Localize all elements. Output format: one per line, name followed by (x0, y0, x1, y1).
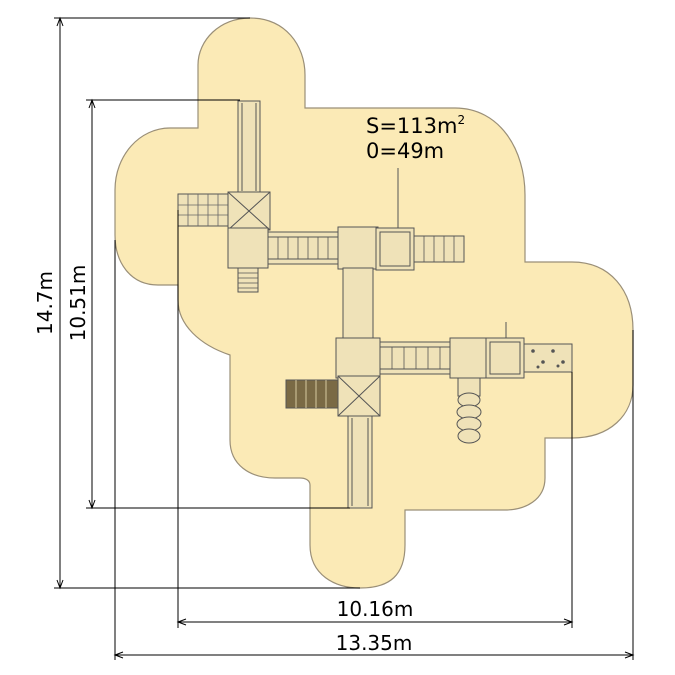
area-exponent: 2 (457, 113, 465, 127)
right-climber-top (413, 235, 465, 263)
area-value: S=113m (366, 114, 457, 138)
left-net-climber (177, 193, 229, 227)
outer-height-label: 14.7m (33, 271, 57, 335)
platform-3 (335, 337, 381, 379)
platform-2 (337, 226, 379, 270)
ladder-1 (237, 267, 259, 293)
play-equipment (177, 100, 573, 509)
safety-zone-area (114, 17, 634, 589)
inner-width-label: 10.16m (337, 597, 414, 621)
top-slide (237, 100, 261, 194)
dimension-lines (54, 16, 635, 660)
platform-4 (449, 337, 489, 379)
area-label: S=113m2 (366, 113, 465, 138)
inner-height-label: 10.51m (66, 265, 90, 342)
tower-4 (485, 337, 525, 379)
lower-stairs (285, 379, 339, 409)
tower-2 (375, 227, 415, 271)
spiral-slide (456, 377, 482, 444)
perimeter-label: 0=49m (366, 139, 444, 163)
platform-1 (227, 227, 269, 269)
vertical-tunnel (342, 267, 374, 341)
outer-width-label: 13.35m (336, 631, 413, 655)
climbing-wall (523, 343, 573, 373)
